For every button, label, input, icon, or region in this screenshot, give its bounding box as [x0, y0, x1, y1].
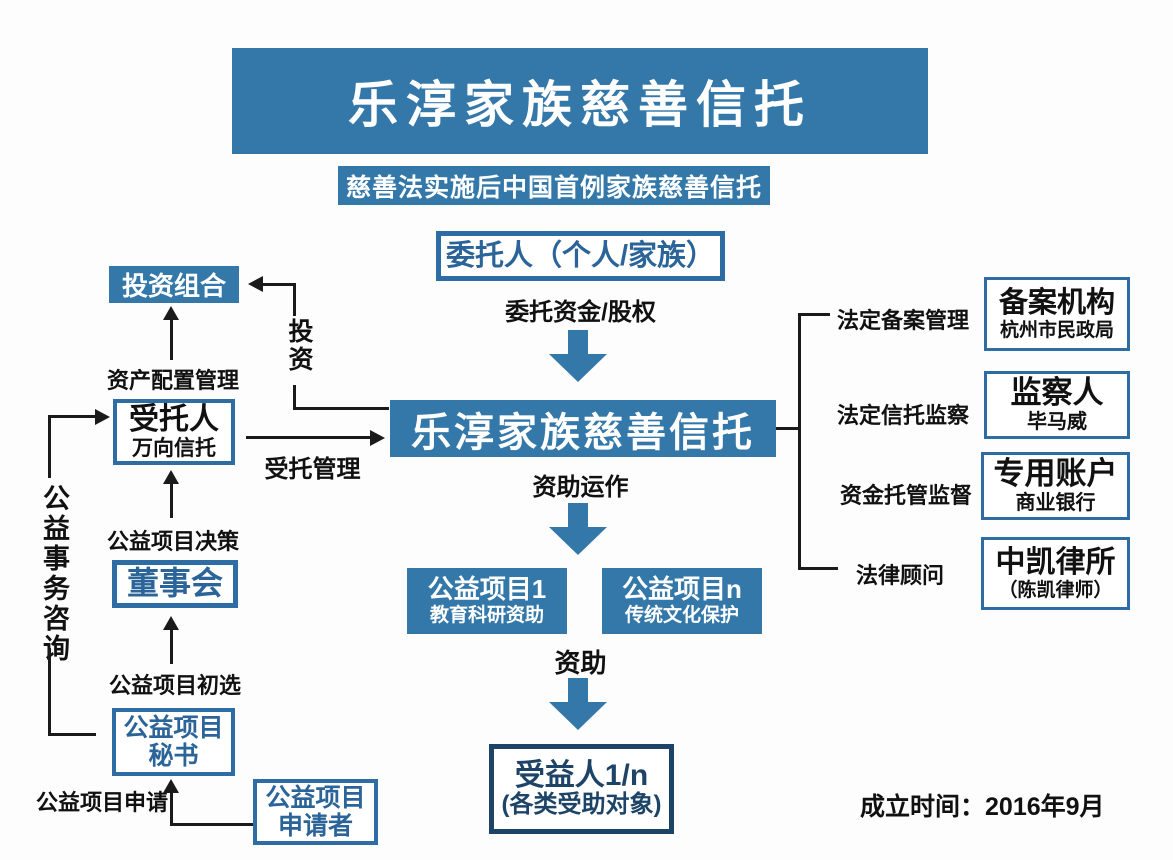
applicant-box: 公益项目 申请者 — [253, 779, 378, 845]
applicant-line2: 申请者 — [277, 812, 353, 840]
advisory-line-v-upper — [48, 415, 51, 478]
filing-title: 备案机构 — [998, 287, 1115, 320]
projectn-subtitle: 传统文化保护 — [624, 605, 739, 627]
trustee-title: 受托人 — [129, 403, 219, 437]
board-box: 董事会 — [112, 560, 238, 608]
managed-label: 受托管理 — [264, 456, 361, 483]
invest-line-h-top — [261, 283, 296, 286]
supervisor-title: 监察人 — [1010, 375, 1104, 411]
arrowhead-right-2-icon — [95, 409, 110, 425]
secretary-box: 公益项目 秘书 — [112, 708, 235, 776]
supervision-label: 法定信托监察 — [836, 403, 969, 428]
applicant-line1: 公益项目 — [265, 784, 366, 812]
invest-line-v-lower — [293, 385, 296, 410]
arrowhead-up-1-icon — [163, 306, 179, 320]
custody-label: 资金托管监督 — [839, 483, 972, 508]
account-title: 专用账户 — [993, 456, 1118, 492]
preselect-line — [170, 628, 173, 664]
supervisor-subtitle: 毕马威 — [1027, 411, 1087, 434]
legal-label: 法律顾问 — [855, 563, 944, 588]
established-value: 2016年9月 — [985, 793, 1105, 821]
established-label: 成立时间： — [860, 793, 986, 821]
established-date: 成立时间：2016年9月 — [860, 787, 1140, 823]
settlor-box: 委托人（个人/家族） — [436, 231, 725, 281]
invest-line-h-bottom — [293, 407, 389, 410]
apply-line-v — [170, 791, 173, 826]
advisory-line-bottom-h — [48, 733, 96, 736]
projectn-box: 公益项目n 传统文化保护 — [602, 568, 762, 634]
arrowhead-up-4-icon — [163, 779, 179, 793]
advisory-label: 公益事务咨询 — [39, 484, 69, 664]
apply-line-h — [170, 823, 253, 826]
trustee-box: 受托人 万向信托 — [113, 399, 235, 465]
advisory-line-top-h — [48, 415, 98, 418]
right-bracket-spine — [798, 313, 801, 570]
arrowhead-up-2-icon — [163, 470, 179, 484]
arrowhead-right-1-icon — [370, 430, 385, 446]
preselect-label: 公益项目初选 — [108, 673, 241, 698]
right-bracket-stub-bottom — [798, 567, 838, 570]
advisory-line-v-lower — [48, 648, 51, 736]
beneficiary-title: 受益人1/n — [514, 758, 649, 792]
project1-box: 公益项目1 教育科研资助 — [407, 568, 567, 634]
asset-management-label: 资产配置管理 — [106, 368, 239, 393]
invest-label: 投资 — [285, 318, 313, 374]
entrust-funds-label: 委托资金/股权 — [505, 299, 656, 326]
trustee-subtitle: 万向信托 — [132, 437, 216, 461]
title-banner: 乐淳家族慈善信托 — [232, 48, 928, 154]
account-subtitle: 商业银行 — [1015, 492, 1096, 515]
secretary-line1: 公益项目 — [123, 714, 224, 742]
lawfirm-box: 中凯律所 （陈凯律师） — [981, 537, 1130, 610]
operation-label: 资助运作 — [532, 474, 629, 501]
apply-label: 公益项目申请 — [35, 790, 168, 815]
beneficiary-box: 受益人1/n (各类受助对象) — [489, 744, 674, 834]
trust-main-box: 乐淳家族慈善信托 — [390, 400, 776, 457]
flow-arrow-down-1-icon — [549, 330, 607, 382]
lawfirm-title: 中凯律所 — [995, 546, 1116, 580]
lawfirm-subtitle: （陈凯律师） — [998, 579, 1113, 601]
invest-line-v-upper — [293, 283, 296, 316]
flow-arrow-down-2-icon — [549, 503, 607, 555]
asset-line — [170, 318, 173, 360]
subtitle-banner: 慈善法实施后中国首例家族慈善信托 — [338, 166, 770, 205]
arrowhead-left-icon — [248, 276, 263, 292]
managed-line — [246, 436, 372, 439]
right-bracket-stem — [776, 427, 801, 430]
portfolio-box: 投资组合 — [109, 266, 239, 303]
grant-label: 资助 — [554, 648, 607, 678]
filing-label: 法定备案管理 — [836, 308, 969, 333]
decision-line — [170, 482, 173, 518]
project1-subtitle: 教育科研资助 — [429, 605, 544, 627]
arrowhead-up-3-icon — [163, 616, 179, 630]
beneficiary-subtitle: (各类受助对象) — [501, 791, 662, 819]
account-box: 专用账户 商业银行 — [981, 452, 1130, 520]
flow-arrow-down-3-icon — [549, 678, 607, 730]
supervisor-box: 监察人 毕马威 — [984, 371, 1130, 439]
project1-title: 公益项目1 — [427, 574, 547, 605]
right-bracket-stub-top — [798, 313, 830, 316]
filing-box: 备案机构 杭州市民政局 — [984, 277, 1130, 351]
projectn-title: 公益项目n — [622, 574, 742, 605]
decision-label: 公益项目决策 — [106, 529, 239, 554]
filing-subtitle: 杭州市民政局 — [999, 319, 1114, 341]
secretary-line2: 秘书 — [148, 742, 199, 770]
